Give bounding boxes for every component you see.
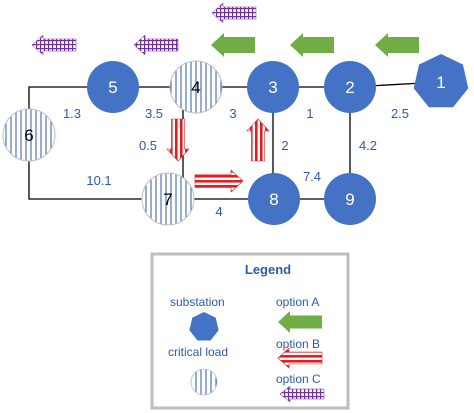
line-label-3-8: 2 (281, 138, 288, 153)
legend-option-b-arrow (277, 347, 323, 369)
line-label-7-8: 4 (215, 204, 222, 219)
node-label: 8 (269, 190, 278, 209)
node-2: 2 (324, 61, 376, 113)
node-label: 5 (108, 78, 117, 97)
line-label-4-5: 3.5 (145, 106, 163, 121)
line-label-5-6: 1.3 (63, 106, 81, 121)
node-5: 5 (87, 61, 139, 113)
node-9: 9 (324, 173, 376, 225)
node-label: 3 (268, 78, 277, 97)
arrow-option-c-above-bus-4 (211, 2, 257, 24)
arrow-option-c-above-bus-4-5 (133, 34, 179, 56)
arrow-option-a-above-bus-2-3 (290, 33, 334, 57)
substation-shape (413, 54, 469, 108)
bus-shape (247, 61, 299, 113)
legend-critical-load-label: critical load (168, 345, 228, 359)
nodes: 1 2 3 4 5 6 7 8 9 (2, 54, 469, 226)
line-label-3-4: 3 (229, 106, 236, 121)
bus-shape (324, 173, 376, 225)
bus-shape (248, 173, 300, 225)
bus-shape (87, 61, 139, 113)
legend-substation-label: substation (170, 295, 225, 309)
arrow-option-a-above-bus-1-2 (375, 33, 419, 57)
edge-labels: 2.5 1 3 3.5 1.3 0.5 10.1 4 2 7.4 4.2 (63, 106, 409, 219)
node-label: 1 (436, 73, 445, 92)
legend-option-c-label: option C (276, 372, 321, 386)
legend-option-c-arrow (279, 385, 325, 403)
legend-critical-load-icon (190, 368, 218, 396)
node-label: 6 (24, 126, 33, 145)
arrow-option-a-above-bus-3-4 (211, 33, 255, 57)
node-1: 1 (413, 54, 469, 108)
line-label-2-9: 4.2 (359, 138, 377, 153)
line-label-6-7: 10.1 (86, 173, 111, 188)
line-label-2-3: 1 (306, 106, 313, 121)
arrow-option-c-above-bus-5 (31, 34, 77, 56)
legend-box (150, 252, 350, 410)
line-label-8-9: 7.4 (303, 169, 321, 184)
critical-load-shape (141, 172, 195, 226)
node-label: 4 (191, 78, 200, 97)
node-label: 7 (163, 190, 172, 209)
legend: Legend substation critical load option A… (150, 252, 350, 410)
line-label-4-7: 0.5 (139, 138, 157, 153)
flow-arrows (31, 2, 419, 193)
critical-load-shape (2, 108, 56, 162)
node-label: 2 (345, 78, 354, 97)
arrow-option-b-line-4-7 (166, 118, 190, 162)
node-8: 8 (248, 173, 300, 225)
legend-option-a-label: option A (276, 295, 319, 309)
node-6: 6 (2, 108, 56, 162)
bus-shape (324, 61, 376, 113)
critical-load-shape (169, 60, 223, 114)
line-label-1-2: 2.5 (391, 106, 409, 121)
legend-option-b-label: option B (276, 337, 320, 351)
node-7: 7 (141, 172, 195, 226)
node-3: 3 (247, 61, 299, 113)
node-label: 9 (345, 190, 354, 209)
node-4: 4 (169, 60, 223, 114)
legend-option-a-arrow (278, 311, 322, 333)
legend-title: Legend (245, 262, 291, 277)
arrow-option-b-line-3-8 (246, 118, 270, 162)
arrow-option-b-line-7-8 (194, 169, 244, 193)
legend-substation-icon (189, 312, 219, 341)
